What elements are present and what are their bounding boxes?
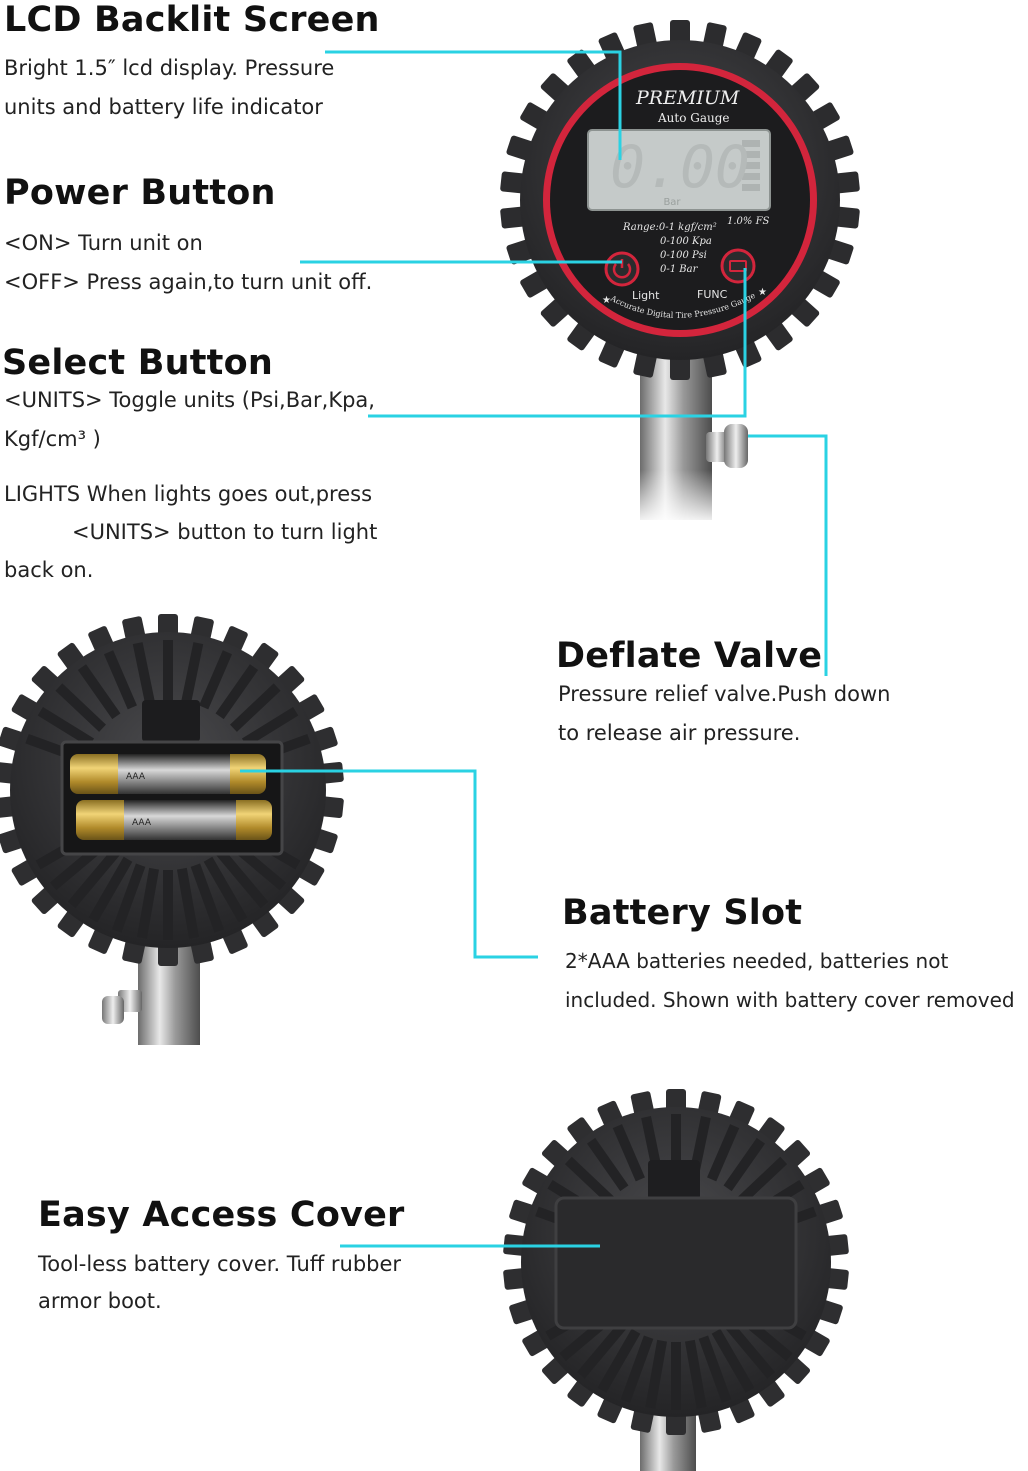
boot-rib [597,1328,641,1393]
deflate-description: Pressure relief valve.Push down to relea… [558,675,890,753]
select-title: Select Button [2,343,273,383]
boot-rib [215,664,259,720]
battery-latch [142,700,200,742]
boot-rib [88,856,133,923]
boot-rib [176,867,199,939]
boot-rib [67,848,121,909]
deflate-desc-line-1: Pressure relief valve.Push down [558,682,891,706]
power-title: Power Button [4,173,276,213]
battery-description: 2*AAA batteries needed, batteries not in… [565,942,1015,1020]
select-description: <UNITS> Toggle units (Psi,Bar,Kpa, Kgf/c… [4,381,375,459]
battery-1: AAA [70,754,266,794]
boot-rib [684,1339,707,1409]
battery-desc-line-2: included. Shown with battery cover remov… [565,988,1015,1012]
boot-rib [181,642,204,703]
boot-rib [132,642,155,703]
svg-text:AAA: AAA [126,772,146,782]
boot-rib [577,1320,629,1379]
battery-title: Battery Slot [562,893,803,933]
range-line-2: 0-100 Kpa [660,236,712,247]
battery-desc-line-1: 2*AAA batteries needed, batteries not [565,949,949,973]
lights-desc-line-2: <UNITS> button to turn light [72,520,378,544]
lights-desc-line-3: back on. [4,558,94,582]
brand-logo: PREMIUM [635,87,740,109]
battery-level-icon [742,140,760,191]
range-line-3: 0-100 Psi [660,250,707,261]
deflate-desc-line-2: to release air pressure. [558,721,801,745]
lcd-unit: Bar [663,197,681,208]
select-desc-line-1: <UNITS> Toggle units (Psi,Bar,Kpa, [4,388,375,412]
boot-rib [645,1339,668,1409]
boot-rib [738,1156,788,1204]
boot-rib [707,1124,740,1182]
cover-description: Tool-less battery cover. Tuff rubber arm… [38,1246,401,1320]
cover-desc-line-1: Tool-less battery cover. Tuff rubber [38,1252,402,1276]
lights-desc-line-1: LIGHTS When lights goes out,press [4,482,373,506]
boot-rib [190,863,225,933]
lcd-desc-line-2: units and battery life indicator [4,95,323,119]
star-icon: ★ [758,287,767,298]
deflate-valve-knob [102,990,142,1024]
boot-rib [137,867,160,939]
boot-rib [564,1156,614,1204]
deflate-title: Deflate Valve [556,636,823,676]
battery-cover [554,1196,798,1330]
range-line-1: Range:0-1 kgf/cm² [622,222,717,233]
deflate-valve-knob [706,424,748,468]
svg-text:AAA: AAA [132,818,152,828]
boot-rib [103,650,137,710]
boot-rib [230,683,281,732]
accuracy-label: 1.0% FS [727,216,770,227]
boot-rib [55,683,106,732]
boot-rib [37,706,95,748]
boot-rib [711,1328,755,1393]
boot-rib [587,1137,629,1192]
lcd-title: LCD Backlit Screen [4,0,380,40]
select-desc-line-2: Kgf/cm³ ) [4,427,101,451]
boot-rib [698,1335,732,1403]
power-desc-line-1: <ON> Turn unit on [4,231,203,255]
lcd-description: Bright 1.5″ lcd display. Pressure units … [4,49,334,127]
power-description: <ON> Turn unit on <OFF> Press again,to t… [4,224,372,302]
boot-rib [199,650,233,710]
lights-description: LIGHTS When lights goes out,press <UNITS… [4,475,377,589]
lcd-reading: 0.00 [610,133,750,201]
boot-rib [723,1137,765,1192]
cover-title: Easy Access Cover [38,1195,405,1235]
cover-desc-line-2: armor boot. [38,1289,162,1313]
boot-rib [203,856,248,923]
battery-latch [648,1160,700,1200]
brand-subtitle: Auto Gauge [657,111,730,125]
boot-rib [77,664,121,720]
boot-rib [620,1335,654,1403]
battery-2: AAA [76,800,272,840]
power-desc-line-2: <OFF> Press again,to turn unit off. [4,270,373,294]
boot-rib [723,1320,775,1379]
boot-rib [111,863,146,933]
lcd-desc-line-1: Bright 1.5″ lcd display. Pressure [4,56,335,80]
boot-rib [612,1124,645,1182]
lcd-display [587,129,771,211]
boot-rib [241,706,299,748]
